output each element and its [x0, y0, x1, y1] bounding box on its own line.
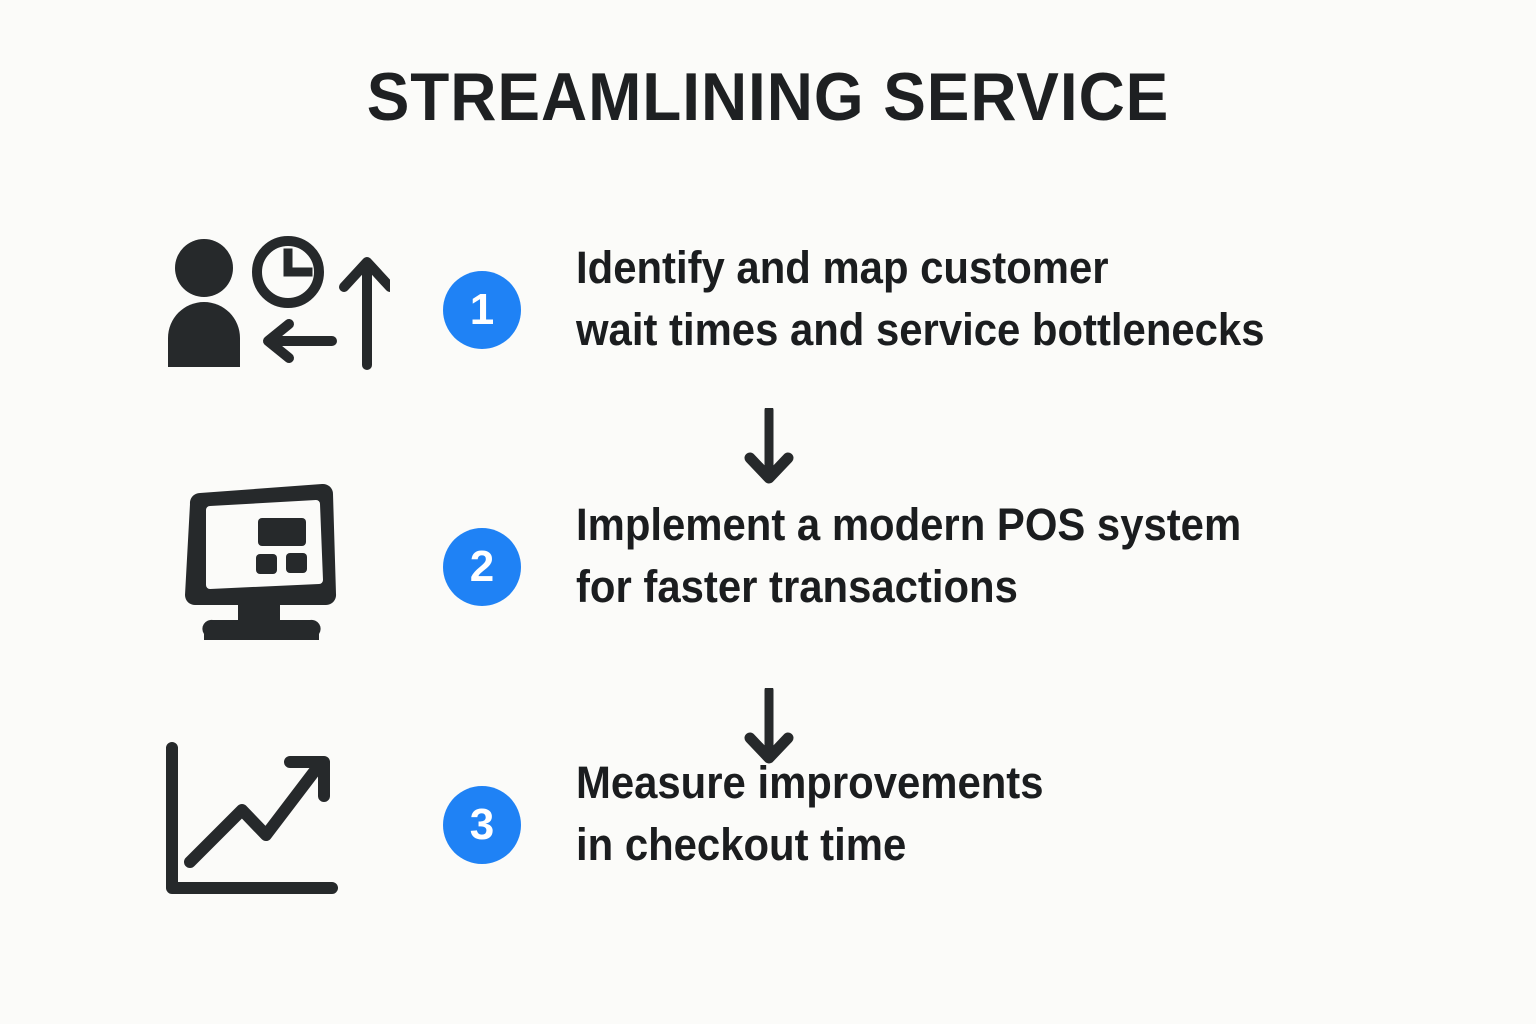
step-row-3: 3 Measure improvements in checkout time	[0, 740, 1536, 910]
pos-monitor-icon	[160, 482, 370, 652]
arrow-down-1-icon	[744, 408, 794, 488]
step-row-2: 2 Implement a modern POS system for fast…	[0, 482, 1536, 652]
step-badge-3: 3	[443, 786, 521, 864]
growth-chart-icon	[160, 740, 370, 910]
step-text-2-line-1: Implement a modern POS system	[576, 499, 1242, 550]
step-text-3-line-1: Measure improvements	[576, 757, 1044, 808]
step-text-2-line-2: for faster transactions	[576, 561, 1018, 613]
page-title: STREAMLINING SERVICE	[366, 59, 1170, 135]
step-text-2: Implement a modern POS system for faster…	[576, 494, 1413, 618]
step-row-1: 1 Identify and map customer wait times a…	[0, 225, 1536, 395]
step-text-3: Measure improvements in checkout time	[576, 752, 1413, 876]
step-text-1-line-2: wait times and service bottlenecks	[576, 304, 1265, 356]
arrow-down-2-icon	[744, 688, 794, 768]
step-text-1: Identify and map customer wait times and…	[576, 237, 1413, 361]
step-badge-1: 1	[443, 271, 521, 349]
customer-wait-time-icon	[160, 225, 390, 395]
step-text-1-line-1: Identify and map customer	[576, 242, 1109, 293]
step-badge-2: 2	[443, 528, 521, 606]
step-text-3-line-2: in checkout time	[576, 819, 907, 871]
